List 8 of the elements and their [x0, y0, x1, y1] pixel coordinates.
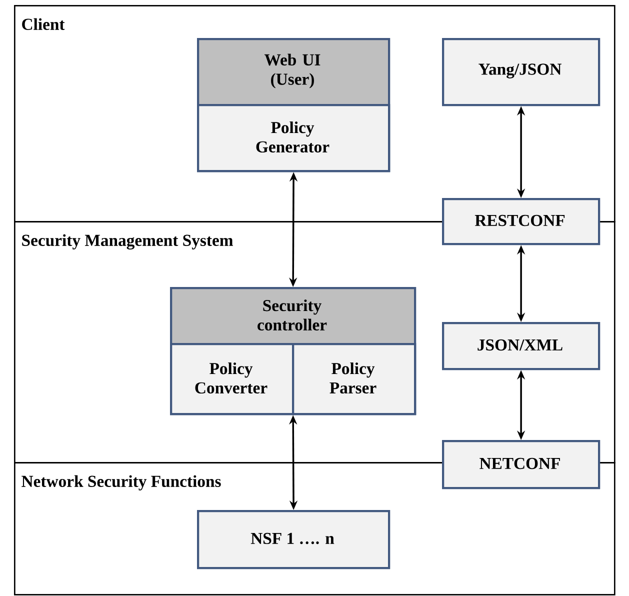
sub-box: Policy Converter [170, 343, 294, 416]
process-box: NETCONF [442, 440, 600, 490]
process-box: RESTCONF [442, 198, 600, 246]
process-box: JSON/XML [442, 322, 600, 370]
sub-box: Policy Parser [292, 343, 416, 416]
process-box: Yang/JSON [442, 38, 600, 106]
process-box: NSF 1 …. n [197, 510, 390, 570]
sub-box: Policy Generator [197, 104, 390, 172]
